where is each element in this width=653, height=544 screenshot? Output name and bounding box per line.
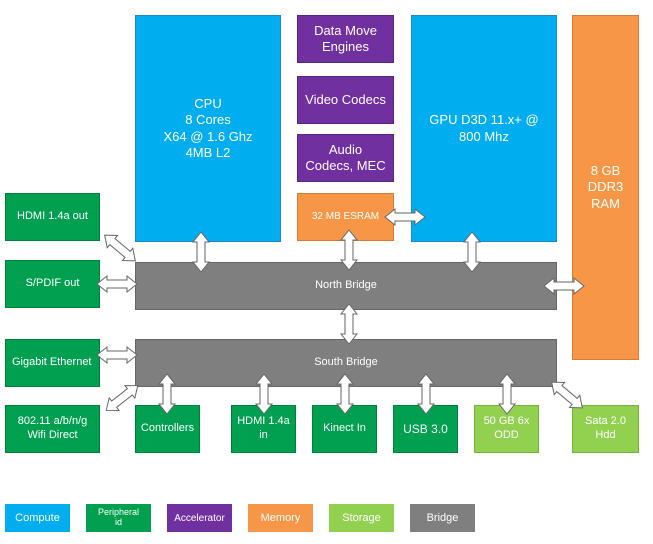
spdif-out-label: S/PDIF out	[25, 277, 80, 290]
sata-hdd-label: Sata 2.0 Hdd	[585, 415, 626, 441]
legend-accelerator: Accelerator	[167, 504, 232, 532]
spdif-north-arrow	[96, 275, 138, 293]
north-bridge-block: North Bridge	[135, 262, 557, 310]
kinect-in-label: Kinect In	[323, 422, 366, 435]
kinect-in-block: Kinect In	[312, 405, 377, 453]
legend-compute-label: Compute	[15, 511, 60, 524]
legend-storage: Storage	[329, 504, 394, 532]
legend-compute: Compute	[5, 504, 70, 532]
ram-block: 8 GB DDR3 RAM	[572, 15, 639, 360]
legend-peripheral: Peripheral id	[86, 504, 151, 532]
north-south-arrow	[340, 303, 358, 345]
odd-label: 50 GB 6x ODD	[483, 415, 530, 441]
wifi-label: 802.11 a/b/n/g Wifi Direct	[17, 415, 88, 441]
usb-label: USB 3.0	[403, 421, 448, 436]
south-bridge-block: South Bridge	[135, 339, 557, 387]
video-codecs-label: Video Codecs	[305, 91, 386, 107]
hdmi-out-block: HDMI 1.4a out	[5, 193, 100, 241]
gigabit-ethernet-block: Gigabit Ethernet	[5, 339, 100, 387]
video-codecs-block: Video Codecs	[297, 76, 394, 124]
legend-storage-label: Storage	[342, 511, 381, 524]
legend-accelerator-label: Accelerator	[174, 512, 225, 524]
hdmi-in-label: HDMI 1.4a in	[237, 415, 290, 441]
odd-block: 50 GB 6x ODD	[474, 405, 539, 453]
spdif-out-block: S/PDIF out	[5, 260, 100, 308]
hdmi-out-label: HDMI 1.4a out	[17, 210, 88, 223]
gpu-label: GPU D3D 11.x+ @ 800 Mhz	[429, 112, 539, 144]
sata-hdd-block: Sata 2.0 Hdd	[572, 405, 639, 453]
data-move-engines-label: Data Move Engines	[314, 22, 377, 54]
usb-block: USB 3.0	[393, 405, 458, 453]
gpu-block: GPU D3D 11.x+ @ 800 Mhz	[411, 15, 557, 242]
legend-memory-label: Memory	[260, 511, 301, 524]
ram-label: 8 GB DDR3 RAM	[587, 163, 624, 211]
audio-codecs-label: Audio Codecs, MEC	[305, 141, 386, 173]
legend-bridge-label: Bridge	[426, 511, 459, 524]
gigabit-ethernet-label: Gigabit Ethernet	[12, 356, 92, 369]
controllers-block: Controllers	[135, 405, 200, 453]
data-move-engines-block: Data Move Engines	[297, 15, 394, 63]
south-bridge-label: South Bridge	[314, 356, 378, 369]
legend-bridge: Bridge	[410, 504, 475, 532]
audio-codecs-block: Audio Codecs, MEC	[297, 134, 394, 182]
esram-block: 32 MB ESRAM	[297, 193, 394, 241]
cpu-label: CPU 8 Cores X64 @ 1.6 Ghz 4MB L2	[163, 96, 253, 160]
legend-memory: Memory	[248, 504, 313, 532]
controllers-label: Controllers	[140, 422, 195, 435]
ethernet-south-arrow	[96, 346, 138, 364]
north-bridge-label: North Bridge	[315, 279, 377, 292]
esram-label: 32 MB ESRAM	[311, 210, 380, 222]
cpu-block: CPU 8 Cores X64 @ 1.6 Ghz 4MB L2	[135, 15, 281, 242]
wifi-block: 802.11 a/b/n/g Wifi Direct	[5, 405, 100, 453]
legend-peripheral-label: Peripheral id	[97, 507, 140, 527]
hdmi-in-block: HDMI 1.4a in	[231, 405, 296, 453]
